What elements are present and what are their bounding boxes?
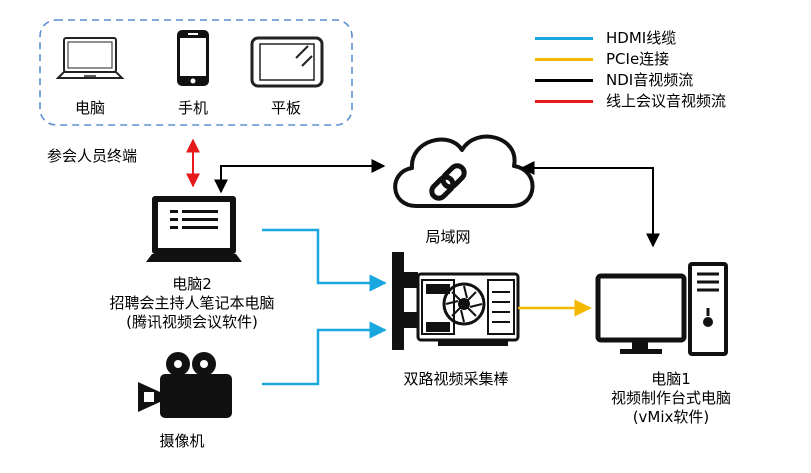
device-label-phone: 手机: [177, 99, 208, 117]
ndi-stream-arrow-host: [214, 159, 386, 194]
tablet-icon: [250, 36, 324, 88]
device-label-tablet: 平板: [270, 99, 301, 117]
legend-swatch-ndi: [535, 79, 593, 82]
host-pc-label-name: 电脑2: [172, 275, 212, 293]
video-camera-icon: [138, 352, 232, 418]
camera-label: 摄像机: [159, 432, 205, 450]
host-pc-label-software: (腾讯视频会议软件): [126, 313, 258, 331]
legend-swatch-hdmi: [535, 37, 593, 40]
hdmi-cable-arrow-camera: [262, 321, 387, 386]
workstation-label-name: 电脑1: [651, 370, 691, 388]
terminal-group-label: 参会人员终端: [47, 147, 138, 165]
device-label-computer: 电脑: [74, 99, 105, 117]
legend-swatch-pcie: [535, 58, 593, 61]
legend-label-pcie: PCIe连接: [606, 50, 670, 68]
workstation-label-software: (vMix软件): [632, 408, 710, 426]
capture-card-label: 双路视频采集棒: [403, 370, 509, 388]
host-laptop-icon: [146, 196, 242, 262]
capture-card-icon: [392, 252, 520, 350]
legend-label-hdmi: HDMI线缆: [606, 29, 677, 47]
legend-label-meeting: 线上会议音视频流: [606, 92, 727, 110]
cloud-link-icon: [393, 134, 535, 208]
workstation-label-desc: 视频制作台式电脑: [610, 389, 731, 407]
phone-icon: [177, 30, 209, 86]
desktop-computer-icon: [595, 262, 728, 356]
legend-swatch-meeting: [535, 100, 593, 103]
terminal-group-box: [39, 19, 353, 126]
laptop-icon: [55, 37, 125, 79]
host-pc-label-desc: 招聘会主持人笔记本电脑: [109, 294, 275, 312]
lan-label: 局域网: [425, 228, 471, 246]
legend-label-ndi: NDI音视频流: [606, 71, 694, 89]
ndi-stream-arrow-workstation: [520, 161, 660, 248]
hdmi-cable-arrow-host: [262, 228, 387, 292]
